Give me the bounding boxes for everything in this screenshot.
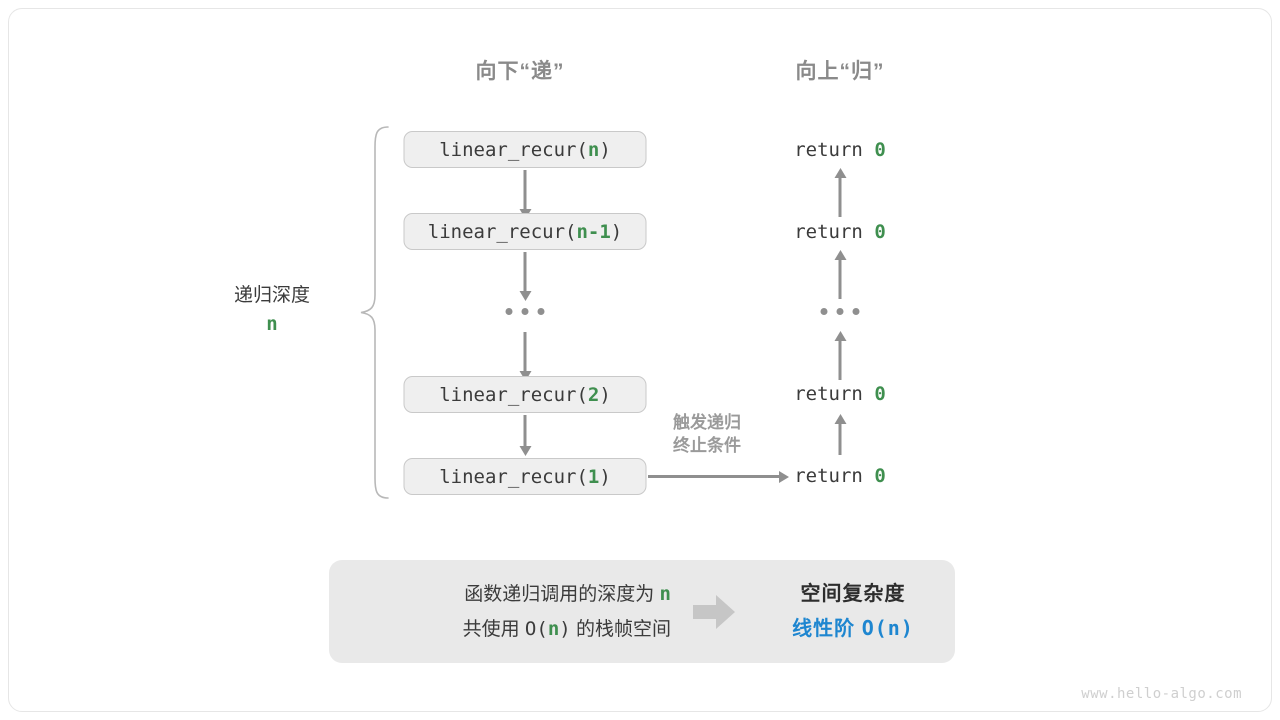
ascend-ellipsis — [820, 308, 860, 315]
summary-line-2-highlight: n — [547, 617, 560, 640]
return-value: 0 — [874, 383, 886, 405]
ascend-arrow-2 — [838, 259, 842, 299]
base-case-note: 触发递归 终止条件 — [673, 411, 741, 457]
summary-line-1-highlight: n — [659, 582, 671, 605]
dot — [836, 308, 844, 315]
return-statement-3: return 0 — [794, 383, 886, 405]
summary-line-1: 函数递归调用的深度为 n — [329, 577, 671, 612]
call-box-arg: 1 — [587, 465, 600, 488]
complexity-summary-panel: 函数递归调用的深度为 n 共使用 O(n) 的栈帧空间 空间复杂度 线性阶 O(… — [329, 560, 955, 663]
summary-description: 函数递归调用的深度为 n 共使用 O(n) 的栈帧空间 — [329, 577, 677, 647]
call-box-n-minus-1[interactable]: linear_recur(n-1) — [403, 213, 647, 250]
call-box-arg: n — [587, 138, 600, 161]
call-box-close: ) — [599, 138, 611, 161]
column-header-descend: 向下“递” — [475, 60, 565, 83]
call-box-fn: linear_recur( — [439, 465, 588, 488]
descend-arrow-1 — [523, 170, 527, 210]
return-statement-2: return 0 — [794, 221, 886, 243]
call-box-fn: linear_recur( — [439, 383, 588, 406]
summary-value-notation: O(n) — [861, 616, 914, 640]
summary-value: 线性阶 O(n) — [751, 611, 955, 646]
column-header-ascend: 向上“归” — [795, 60, 885, 83]
summary-line-2-open: O( — [524, 617, 548, 640]
summary-line-1-text: 函数递归调用的深度为 — [464, 583, 660, 605]
return-value: 0 — [874, 139, 886, 161]
right-block-arrow-icon — [693, 594, 735, 629]
return-keyword: return — [794, 139, 875, 161]
ascend-arrow-1 — [838, 177, 842, 217]
call-box-arg: n-1 — [576, 220, 611, 243]
base-case-note-line2: 终止条件 — [673, 436, 741, 455]
descend-arrow-3 — [523, 332, 527, 372]
depth-label-text: 递归深度 — [233, 285, 311, 306]
call-box-fn: linear_recur( — [427, 220, 577, 243]
descend-arrow-4 — [523, 415, 527, 447]
call-box-arg: 2 — [587, 383, 600, 406]
descend-arrow-2 — [523, 252, 527, 292]
call-box-fn: linear_recur( — [439, 138, 588, 161]
summary-value-text: 线性阶 — [792, 618, 862, 640]
call-box-2[interactable]: linear_recur(2) — [403, 376, 647, 413]
recursion-depth-brace — [360, 126, 389, 499]
ascend-arrow-4 — [838, 423, 842, 455]
summary-line-2-text: 共使用 — [462, 618, 525, 640]
dot — [521, 308, 529, 315]
call-box-close: ) — [599, 383, 611, 406]
return-statement-top: return 0 — [794, 139, 886, 161]
dot — [852, 308, 860, 315]
return-value: 0 — [874, 465, 886, 487]
summary-line-2-close: ) — [559, 617, 571, 640]
call-box-n[interactable]: linear_recur(n) — [403, 131, 647, 168]
return-statement-base: return 0 — [794, 465, 886, 487]
depth-label-value: n — [266, 313, 278, 335]
call-box-close: ) — [599, 465, 611, 488]
return-keyword: return — [794, 221, 875, 243]
call-box-close: ) — [610, 220, 623, 243]
base-case-note-line1: 触发递归 — [673, 413, 741, 432]
dot — [820, 308, 828, 315]
return-value: 0 — [874, 221, 886, 243]
summary-conclusion: 空间复杂度 线性阶 O(n) — [751, 577, 955, 646]
base-case-arrow — [648, 475, 780, 478]
call-box-1[interactable]: linear_recur(1) — [403, 458, 647, 495]
dot — [537, 308, 545, 315]
summary-title: 空间复杂度 — [800, 583, 906, 605]
ascend-arrow-3 — [838, 340, 842, 380]
descend-ellipsis — [505, 308, 545, 315]
dot — [505, 308, 513, 315]
site-watermark: www.hello-algo.com — [1081, 686, 1242, 702]
recursion-depth-label: 递归深度 n — [234, 282, 310, 338]
return-keyword: return — [794, 465, 875, 487]
summary-line-2-post: 的栈帧空间 — [570, 618, 671, 640]
return-keyword: return — [794, 383, 875, 405]
summary-line-2: 共使用 O(n) 的栈帧空间 — [329, 612, 671, 647]
implies-arrow — [677, 593, 751, 631]
